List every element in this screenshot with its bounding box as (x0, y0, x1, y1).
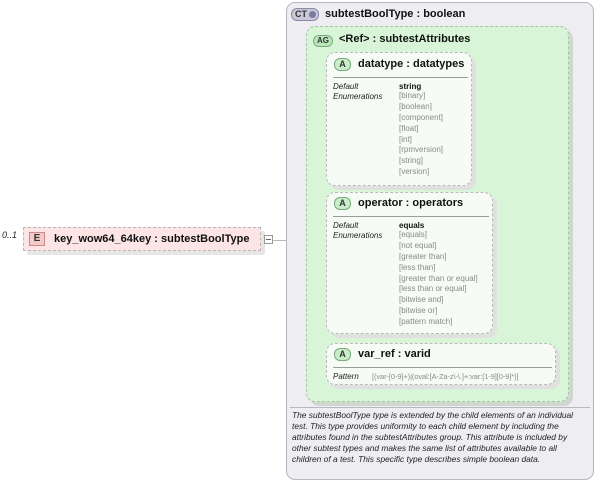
enumeration-value: [greater than] (399, 251, 447, 261)
attribute-badge: A (334, 197, 351, 210)
enumeration-value: [pattern match] (399, 317, 453, 327)
enumeration-value: [equals] (399, 230, 428, 239)
enumeration-value: [greater than or equal] (399, 273, 478, 283)
enumeration-value: [component] (399, 112, 444, 122)
pattern-value: [(var-[0-9]+)|(oval:[A-Za-z\-\.]+:var:[1… (372, 372, 519, 381)
attribute-divider (333, 367, 552, 368)
attribute-title: operator : operators (358, 197, 464, 209)
attribute-var-ref[interactable] (326, 343, 556, 385)
attribute-title: var_ref : varid (358, 348, 431, 360)
documentation-divider (290, 407, 590, 408)
complex-type-badge: CT (291, 8, 319, 21)
attribute-badge: A (334, 58, 351, 71)
enumeration-value: [binary] (399, 91, 426, 100)
element-title: key_wow64_64key : subtestBoolType (54, 233, 250, 245)
attribute-datatype[interactable] (326, 52, 472, 186)
collapse-toggle-icon[interactable] (264, 235, 273, 244)
documentation-text: The subtestBoolType type is extended by … (292, 410, 574, 464)
enumeration-value: [bitwise or] (399, 306, 438, 316)
enumerations-label: Enumerations (333, 231, 383, 240)
default-label: Default (333, 221, 359, 230)
enumeration-value: [string] (399, 156, 424, 166)
attribute-group-title: <Ref> : subtestAttributes (339, 33, 471, 45)
attribute-operator[interactable] (326, 192, 493, 334)
attribute-badge: A (334, 348, 351, 361)
enumeration-value: [rpmversion] (399, 145, 444, 155)
element-badge: E (29, 232, 45, 246)
attribute-title: datatype : datatypes (358, 58, 465, 70)
element-node[interactable]: E key_wow64_64key : subtestBoolType (23, 227, 261, 251)
attribute-divider (333, 77, 468, 78)
attribute-divider (333, 216, 489, 217)
enumeration-value: [not equal] (399, 240, 437, 250)
enumeration-value: [float] (399, 123, 419, 133)
enumeration-value: [bitwise and] (399, 295, 444, 305)
default-value: string (399, 82, 422, 91)
default-label: Default (333, 82, 359, 91)
default-value: equals (399, 221, 425, 230)
expand-dot-icon (309, 11, 316, 18)
enumeration-value: [less than or equal] (399, 284, 467, 294)
enumerations-list: [binary] [boolean] [component] [float] [… (399, 91, 443, 178)
occurrence-label: 0..1 (2, 230, 18, 240)
enumeration-value: [boolean] (399, 101, 432, 111)
enumeration-value: [int] (399, 134, 412, 144)
attribute-group-badge: AG (313, 35, 333, 47)
complex-type-title: subtestBoolType : boolean (325, 8, 466, 20)
enumeration-value: [less than] (399, 262, 436, 272)
connector-element-to-type (273, 240, 286, 241)
enumerations-label: Enumerations (333, 92, 383, 101)
pattern-label: Pattern (333, 372, 359, 381)
enumeration-value: [version] (399, 167, 430, 177)
enumerations-list: [equals] [not equal] [greater than] [les… (399, 230, 478, 328)
